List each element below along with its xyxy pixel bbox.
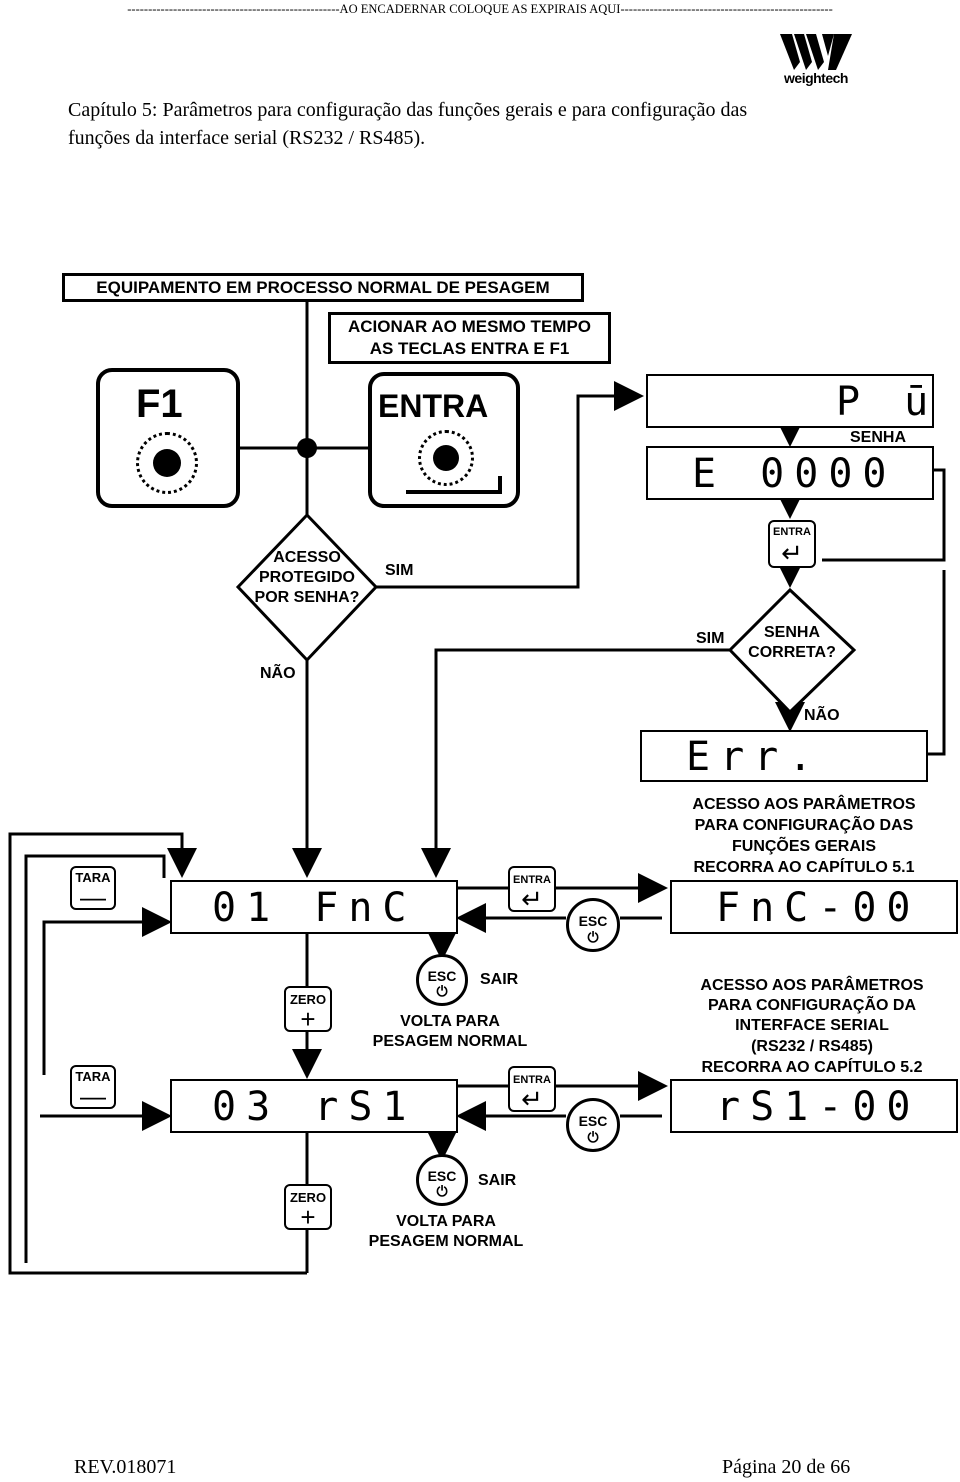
- entra-small-key-label: ENTRA: [513, 874, 551, 886]
- decision1-line-3: POR SENHA?: [254, 589, 360, 606]
- display-password-entry: E 0000: [646, 446, 934, 500]
- section2-line-1: ACESSO AOS PARÂMETROS: [700, 977, 924, 994]
- minus-icon: —: [80, 1081, 106, 1111]
- zero-key-label: ZERO: [289, 1190, 327, 1205]
- zero-key-label: ZERO: [289, 992, 327, 1007]
- display-password-entry-text: E 0000: [692, 451, 897, 497]
- no-label: NÃO: [260, 665, 296, 682]
- display-03-rs1-text: 03 rS1: [212, 1084, 417, 1130]
- display-password-prompt: P ū: [646, 374, 934, 428]
- display-rs1-00-text: rS1-00: [716, 1084, 921, 1130]
- back-line-2: PESAGEM NORMAL: [368, 1233, 524, 1250]
- entra-key[interactable]: ENTRA: [368, 372, 520, 508]
- section2-line-2: PARA CONFIGURAÇÃO DA: [708, 997, 916, 1014]
- entra-small-key-label: ENTRA: [513, 1074, 551, 1086]
- zero-key[interactable]: ZERO +: [284, 1184, 332, 1230]
- esc-key[interactable]: ESC ⏻: [416, 954, 468, 1006]
- exit-label: SAIR: [478, 1172, 517, 1189]
- entra-small-key-label: ENTRA: [773, 526, 811, 538]
- power-icon: ⏻: [587, 929, 599, 945]
- binding-instruction: ----------------------------------------…: [127, 2, 833, 16]
- back-line-1: VOLTA PARA: [400, 1013, 500, 1030]
- start-box: EQUIPAMENTO EM PROCESSO NORMAL DE PESAGE…: [62, 273, 584, 302]
- yes-label: SIM: [385, 562, 414, 579]
- power-icon: ⏻: [587, 1129, 599, 1145]
- entra-key-label: ENTRA: [378, 388, 489, 424]
- exit-label: SAIR: [480, 971, 519, 988]
- f1-key-label: F1: [136, 382, 183, 426]
- keypress-icon: [136, 432, 198, 494]
- esc-key[interactable]: ESC ⏻: [566, 898, 620, 952]
- entra-small-key[interactable]: ENTRA ↵: [508, 866, 556, 912]
- tara-key[interactable]: TARA —: [70, 1065, 116, 1109]
- instruction-box: ACIONAR AO MESMO TEMPO AS TECLAS ENTRA E…: [328, 312, 611, 364]
- esc-key-label: ESC: [427, 968, 457, 984]
- display-error-text: Err.: [686, 734, 823, 780]
- esc-key[interactable]: ESC ⏻: [416, 1154, 468, 1206]
- esc-key-label: ESC: [578, 913, 608, 929]
- zero-key[interactable]: ZERO +: [284, 986, 332, 1032]
- no-label: NÃO: [804, 707, 840, 724]
- display-rs1-00: rS1-00: [670, 1079, 958, 1133]
- power-icon: ⏻: [436, 983, 448, 999]
- section2-line-4: (RS232 / RS485): [751, 1038, 873, 1055]
- enter-arrow-icon: ↵: [521, 1084, 543, 1114]
- tara-key[interactable]: TARA —: [70, 866, 116, 910]
- decision2-line-1: SENHA: [763, 624, 820, 641]
- keypress-icon: [418, 430, 474, 486]
- tara-key-label: TARA: [75, 870, 111, 885]
- section1-line-1: ACESSO AOS PARÂMETROS: [692, 796, 916, 813]
- instruction-line-2: AS TECLAS ENTRA E F1: [369, 339, 570, 358]
- display-error: Err.: [640, 730, 928, 782]
- chapter-title: Capítulo 5: Parâmetros para configuração…: [68, 96, 898, 152]
- page-number: Página 20 de 66: [722, 1456, 851, 1478]
- decision1-line-1: ACESSO: [273, 549, 341, 566]
- section2-line-5: RECORRA AO CAPÍTULO 5.2: [701, 1059, 923, 1076]
- start-label: EQUIPAMENTO EM PROCESSO NORMAL DE PESAGE…: [96, 278, 550, 297]
- display-01-fnc: 01 FnC: [170, 880, 458, 934]
- instruction-line-1: ACIONAR AO MESMO TEMPO: [347, 317, 592, 336]
- weightech-logo: weightech: [778, 32, 854, 88]
- enter-arrow-icon: ↵: [781, 538, 803, 568]
- esc-key-label: ESC: [427, 1168, 457, 1184]
- tara-key-label: TARA: [75, 1069, 111, 1084]
- section2-line-3: INTERFACE SERIAL: [735, 1017, 889, 1034]
- display-password-prompt-text: P ū: [836, 379, 939, 425]
- esc-key[interactable]: ESC ⏻: [566, 1098, 620, 1152]
- revision: REV.018071: [74, 1456, 177, 1478]
- senha-label: SENHA: [850, 429, 907, 446]
- section1-line-3: FUNÇÕES GERAIS: [731, 838, 876, 855]
- display-fnc-00: FnC-00: [670, 880, 958, 934]
- plus-icon: +: [300, 1004, 316, 1034]
- display-01-fnc-text: 01 FnC: [212, 885, 417, 931]
- decision2-line-2: CORRETA?: [748, 644, 836, 661]
- chapter-title-line-2: funções da interface serial (RS232 / RS4…: [68, 127, 426, 149]
- f1-key[interactable]: F1: [96, 368, 240, 508]
- minus-icon: —: [80, 882, 106, 912]
- enter-arrow-icon: [406, 476, 502, 494]
- plus-icon: +: [300, 1202, 316, 1232]
- back-line-1: VOLTA PARA: [396, 1213, 496, 1230]
- section1-line-2: PARA CONFIGURAÇÃO DAS: [694, 817, 914, 834]
- section1-line-4: RECORRA AO CAPÍTULO 5.1: [693, 859, 915, 876]
- power-icon: ⏻: [436, 1183, 448, 1199]
- decision1-line-2: PROTEGIDO: [258, 569, 355, 586]
- display-03-rs1: 03 rS1: [170, 1079, 458, 1133]
- esc-key-label: ESC: [578, 1113, 608, 1129]
- yes-label: SIM: [696, 630, 725, 647]
- display-fnc-00-text: FnC-00: [716, 885, 921, 931]
- back-line-2: PESAGEM NORMAL: [372, 1033, 528, 1050]
- enter-arrow-icon: ↵: [521, 884, 543, 914]
- entra-small-key[interactable]: ENTRA ↵: [508, 1066, 556, 1112]
- chapter-title-line-1: Capítulo 5: Parâmetros para configuração…: [68, 99, 748, 121]
- logo-wordmark: weightech: [784, 70, 848, 86]
- entra-small-key[interactable]: ENTRA ↵: [768, 520, 816, 568]
